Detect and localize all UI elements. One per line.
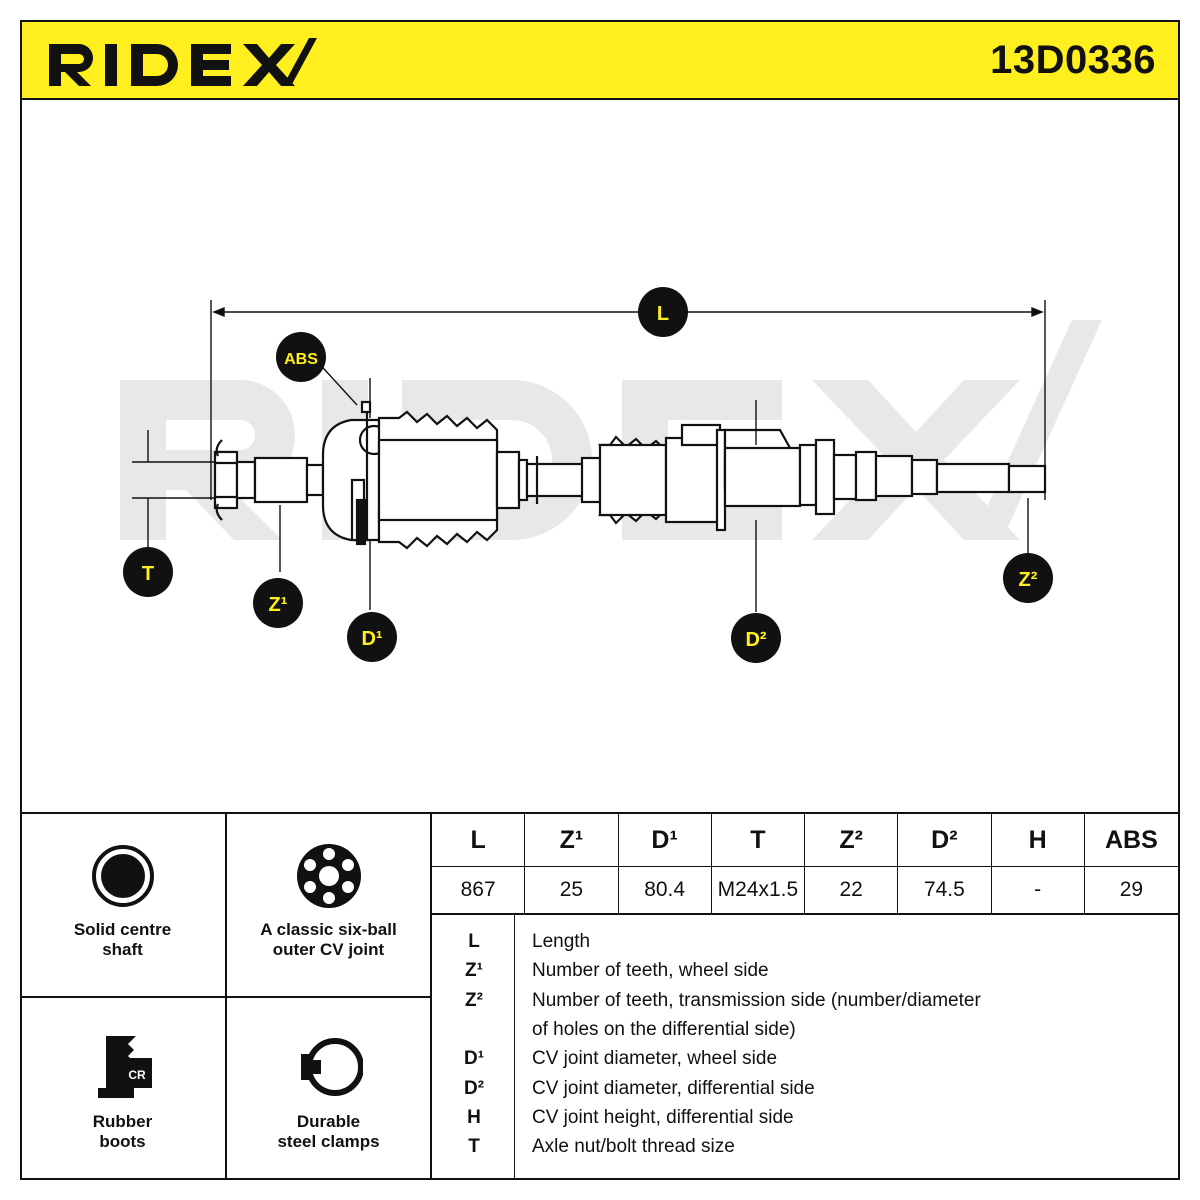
- feature-label-line1: Durable: [296, 1112, 361, 1131]
- spec-header-cell: D¹: [619, 814, 712, 866]
- legend-text: CV joint diameter, differential side: [532, 1078, 815, 1099]
- legend-text: Number of teeth, transmission side (numb…: [532, 990, 981, 1011]
- spec-header-cell: T: [712, 814, 805, 866]
- legend-row: D² CV joint diameter, differential side: [432, 1074, 1178, 1103]
- legend-symbol: D²: [463, 1078, 485, 1099]
- spec-table-bottom-border: [432, 913, 1178, 915]
- legend-row: Z¹ Number of teeth, wheel side: [432, 956, 1178, 985]
- callout-D1: D¹: [347, 612, 397, 662]
- legend-row: D¹ CV joint diameter, wheel side: [432, 1044, 1178, 1073]
- legend-symbol: Z¹: [465, 960, 483, 981]
- legend-row: Z² Number of teeth, transmission side (n…: [432, 986, 1178, 1015]
- legend-symbol: Z²: [465, 990, 483, 1011]
- legend-text: Axle nut/bolt thread size: [532, 1136, 735, 1157]
- solid-shaft-icon: [92, 845, 154, 907]
- callout-T-label: T: [142, 563, 154, 585]
- feature-solid-shaft: Solid centre shaft: [20, 812, 225, 996]
- spec-header-cell: Z¹: [525, 814, 619, 866]
- bottom-divider: [20, 812, 1180, 814]
- legend: L Length Z¹ Number of teeth, wheel side …: [432, 914, 1178, 1180]
- legend-row: T Axle nut/bolt thread size: [432, 1132, 1178, 1161]
- legend-text: Number of teeth, wheel side: [532, 960, 769, 981]
- legend-symbol: T: [468, 1136, 480, 1157]
- callout-Z1: Z¹: [253, 578, 303, 628]
- spec-value-cell: 29: [1119, 878, 1144, 901]
- callout-L: L: [638, 287, 688, 337]
- callout-L-label: L: [657, 303, 669, 325]
- header-bar: 13D0336: [20, 20, 1180, 100]
- callout-Z2: Z²: [1003, 553, 1053, 603]
- callout-T: T: [123, 547, 173, 597]
- steel-clamp-icon: [301, 1038, 363, 1096]
- feature-rubber-boots: CR Rubber boots: [20, 998, 225, 1180]
- legend-text: CV joint height, differential side: [532, 1107, 794, 1128]
- feature-label-line2: outer CV joint: [272, 940, 385, 959]
- driveshaft-drawing: [213, 400, 1047, 550]
- callout-D1-label: D¹: [361, 628, 382, 650]
- feature-steel-clamps: Durable steel clamps: [227, 998, 430, 1180]
- legend-text: of holes on the differential side): [532, 1019, 796, 1040]
- feature-label-line1: Solid centre: [73, 920, 172, 939]
- legend-text: Length: [532, 931, 591, 952]
- spec-value-cell: 22: [805, 867, 899, 913]
- callout-ABS-label: ABS: [284, 351, 318, 368]
- spec-value-cell: 80.4: [619, 867, 712, 913]
- spec-header-cell: Z²: [805, 814, 899, 866]
- legend-symbol: H: [467, 1107, 481, 1128]
- callout-Z1-label: Z¹: [269, 594, 288, 616]
- legend-symbol: D¹: [463, 1048, 485, 1069]
- spec-value-cell: 74.5: [898, 867, 992, 913]
- feature-label-line1: Rubber: [92, 1112, 153, 1131]
- legend-row: H CV joint height, differential side: [432, 1103, 1178, 1132]
- feature-label-line2: steel clamps: [277, 1132, 380, 1151]
- ridex-logo: [49, 38, 317, 86]
- cr-badge: CR: [128, 1068, 146, 1082]
- spec-header-row: L Z¹ D¹ T Z² D² H ABS: [432, 814, 1178, 866]
- legend-text: CV joint diameter, wheel side: [532, 1048, 778, 1069]
- spec-header-cell: L: [432, 814, 526, 866]
- rubber-boot-icon: CR: [98, 1036, 152, 1098]
- feature-label-line2: boots: [99, 1132, 146, 1151]
- spec-header-cell: ABS: [1104, 826, 1158, 854]
- legend-divider: [514, 914, 515, 1180]
- feature-label-line2: shaft: [102, 940, 143, 959]
- feature-six-ball-joint: A classic six-ball outer CV joint: [227, 812, 430, 996]
- spec-value-cell: 867: [432, 867, 526, 913]
- spec-values-row: 867 25 80.4 M24x1.5 22 74.5 - 29: [432, 867, 1178, 913]
- callout-D2: D²: [731, 613, 781, 663]
- legend-symbol: L: [468, 931, 480, 952]
- spec-value-cell: M24x1.5: [712, 867, 805, 913]
- features-grid: Solid centre shaft A classic six-ball ou…: [20, 812, 432, 1180]
- part-number: 13D0336: [990, 38, 1156, 82]
- spec-value-cell: -: [992, 867, 1085, 913]
- feature-divider-h: [20, 996, 432, 998]
- spec-header-cell: D²: [898, 814, 992, 866]
- spec-header-cell: H: [992, 814, 1085, 866]
- callout-D2-label: D²: [745, 629, 766, 651]
- feature-label-line1: A classic six-ball: [260, 920, 397, 939]
- callout-Z2-label: Z²: [1019, 569, 1038, 591]
- callout-ABS: ABS: [276, 332, 326, 382]
- six-ball-joint-icon: [297, 844, 361, 908]
- driveshaft-diagram: L ABS T Z¹ D¹ D² Z²: [120, 287, 1102, 663]
- thread-dimension: [132, 430, 222, 552]
- spec-row-divider: [432, 866, 1178, 867]
- spec-value-cell: 25: [525, 867, 619, 913]
- legend-row: L Length: [432, 927, 1178, 956]
- legend-row: of holes on the differential side): [432, 1015, 1178, 1044]
